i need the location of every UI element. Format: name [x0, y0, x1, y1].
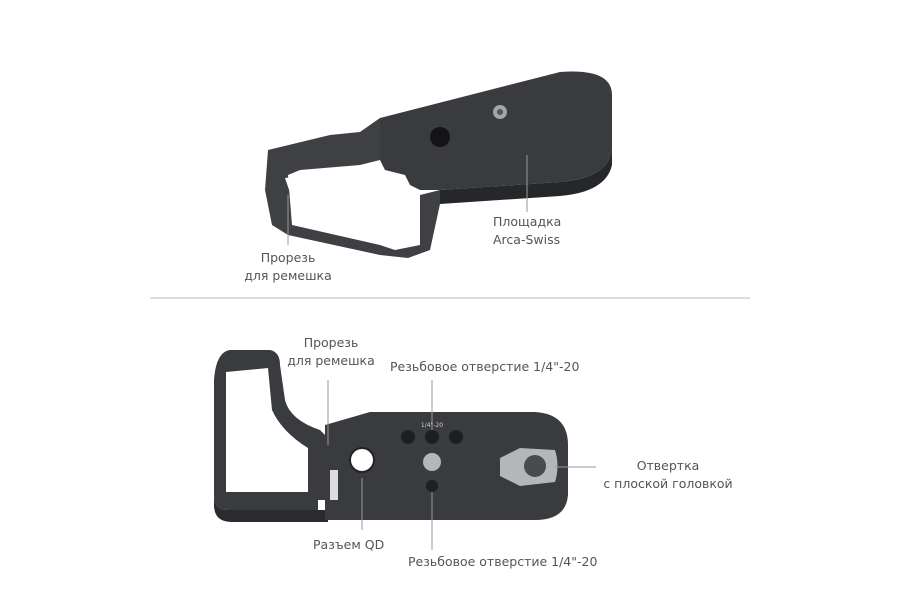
label-arca-plate: Площадка Arca-Swiss [493, 213, 561, 249]
label-screwdriver: Отвертка с плоской головкой [603, 457, 732, 493]
label-line: для ремешка [287, 353, 375, 368]
label-line: Отвертка [636, 458, 700, 473]
label-line: Прорезь [260, 250, 316, 265]
label-line: Arca-Swiss [493, 232, 561, 247]
label-qd-socket: Разъем QD [313, 537, 385, 552]
bottom-bracket-image [214, 350, 568, 522]
label-strap-slot-bottom: Прорезь для ремешка [287, 334, 375, 370]
top-bracket-image [265, 71, 612, 258]
label-strap-slot-top: Прорезь для ремешка [244, 249, 332, 285]
label-line: для ремешка [244, 268, 332, 283]
label-line: Прорезь [303, 335, 359, 350]
label-line: с плоской головкой [603, 476, 733, 491]
label-thread-bottom: Резьбовое отверстие 1/4"-20 [408, 554, 598, 569]
label-thread-top: Резьбовое отверстие 1/4"-20 [390, 359, 580, 374]
label-line: Площадка [493, 214, 562, 229]
